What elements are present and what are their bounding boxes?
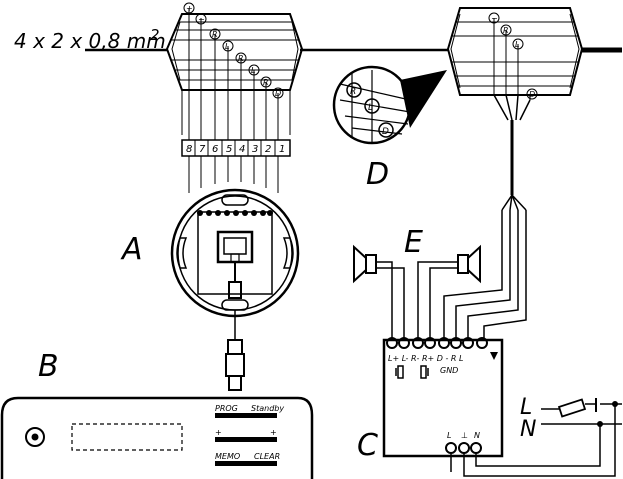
amp-wiring — [376, 210, 527, 340]
terminal-7: 7 — [199, 144, 206, 155]
device-button-row3 — [215, 461, 277, 466]
device-standby-label: Standby — [251, 404, 284, 413]
terminal-6: 6 — [212, 144, 218, 155]
junction-box-right — [446, 7, 584, 211]
label-e: E — [404, 225, 423, 260]
mains-wiring — [450, 398, 622, 477]
wall-socket — [170, 188, 300, 391]
terminal-strip: 8 7 6 5 4 3 2 1 — [181, 139, 291, 193]
marker-r1: R — [212, 30, 218, 39]
terminal-2: 2 — [265, 144, 271, 155]
terminal-1: 1 — [279, 144, 285, 155]
amp-terminal-labels: L+ L- R- R+ D - R L — [388, 354, 463, 363]
power-button-icon — [25, 427, 45, 447]
device-display — [71, 423, 183, 451]
device-prog-label: PROG — [215, 404, 238, 413]
terminal-8: 8 — [186, 144, 192, 155]
junction-box-left — [165, 8, 304, 140]
label-c: C — [357, 428, 378, 463]
marker-d: D — [275, 89, 281, 98]
device-button-row2 — [215, 437, 277, 442]
marker-plus: + — [186, 4, 193, 13]
label-a: A — [120, 232, 143, 267]
right-box-markers: − R L D — [488, 12, 538, 100]
left-box-markers: + − R L R L R D — [183, 2, 284, 99]
amp-speaker-out-left — [397, 365, 404, 379]
mains-terminal-sep: ⊥ — [461, 431, 468, 440]
zoom-marker-d: D — [382, 127, 389, 137]
mains-terminal-l: L — [447, 431, 451, 440]
marker-minus: − — [198, 15, 205, 24]
socket-pins — [197, 210, 273, 216]
rmarker-r: R — [503, 26, 509, 35]
terminal-3: 3 — [252, 144, 258, 155]
fuse-icon — [557, 398, 587, 418]
cable-spec-exponent: 2 — [150, 26, 160, 44]
label-b: B — [38, 349, 59, 384]
zoom-marker-l: L — [368, 103, 373, 113]
device-plus-right-label: + — [270, 428, 277, 437]
marker-r2: R — [238, 54, 244, 63]
speaker-right — [457, 244, 481, 284]
mains-n-label: N — [520, 417, 536, 442]
amplifier-c: L+ L- R- R+ D - R L GND L ⊥ N — [382, 337, 504, 458]
marker-r3: R — [263, 78, 269, 87]
zoom-marker-r: R — [350, 87, 356, 97]
device-plus-left-label: + — [215, 428, 222, 437]
device-button-row1 — [215, 413, 277, 418]
marker-l1: L — [225, 42, 229, 51]
device-memo-label: MEMO — [215, 452, 240, 461]
amp-gnd-label: GND — [440, 366, 458, 375]
amp-terminal-row — [386, 337, 488, 349]
cable-spec-label: 4 x 2 x 0,8 mm — [14, 29, 166, 53]
label-d: D — [366, 157, 389, 192]
terminal-4: 4 — [239, 144, 245, 155]
amp-arrow-icon — [490, 352, 498, 360]
device-clear-label: CLEAR — [254, 452, 280, 461]
zoom-detail: R L D — [332, 65, 447, 145]
marker-l2: L — [251, 66, 255, 75]
mains-terminal-n: N — [474, 431, 480, 440]
speaker-left — [353, 244, 377, 284]
amp-speaker-out-right — [420, 365, 427, 379]
terminal-5: 5 — [226, 144, 232, 155]
rmarker-d: D — [529, 90, 535, 99]
mains-l-label: L — [520, 395, 532, 420]
rmarker-minus: − — [491, 14, 498, 23]
rmarker-l: L — [515, 40, 519, 49]
device-b: PROG Standby + + MEMO CLEAR — [0, 396, 314, 479]
